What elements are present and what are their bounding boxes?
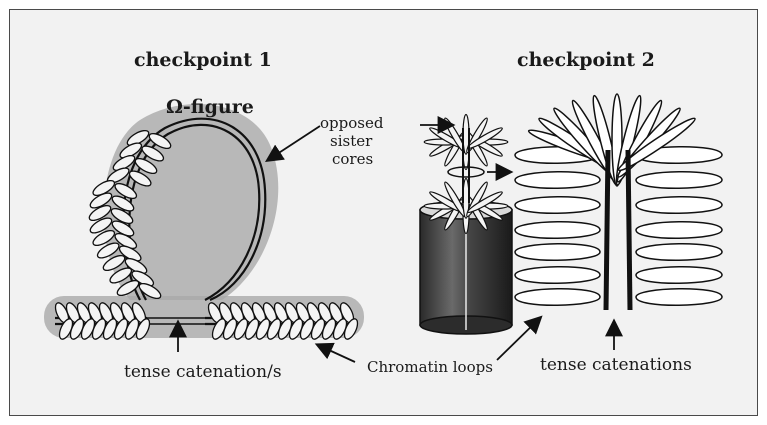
label-checkpoint-1: checkpoint 1	[134, 49, 272, 71]
arrow-loops-left	[318, 345, 355, 362]
chromatin-loop	[636, 267, 722, 284]
chromatin-loop	[515, 172, 600, 189]
loop-stack	[515, 94, 722, 305]
label-chromatin-loops: Chromatin loops	[367, 358, 493, 376]
chromatin-loop	[636, 197, 722, 214]
label-tense-catenations: tense catenations	[540, 355, 692, 375]
chromatin-loop	[636, 244, 722, 261]
chromatin-loop	[515, 244, 600, 261]
rosettes	[424, 114, 508, 233]
chromatin-loop	[636, 222, 722, 239]
chromatin-loop	[515, 222, 600, 239]
arrow-omega	[268, 126, 320, 160]
label-tense-catenation: tense catenation/s	[124, 362, 282, 382]
label-cores: cores	[332, 150, 373, 168]
label-sister: sister	[330, 132, 373, 150]
chromatin-loop	[515, 289, 600, 306]
chromatin-loop	[636, 172, 722, 189]
chromatin-loop	[636, 289, 722, 306]
chromatin-loop	[515, 197, 600, 214]
label-checkpoint-2: checkpoint 2	[517, 49, 655, 71]
label-opposed: opposed	[320, 114, 384, 132]
label-omega-figure: Ω-figure	[166, 96, 254, 118]
chromatin-loop	[515, 267, 600, 284]
